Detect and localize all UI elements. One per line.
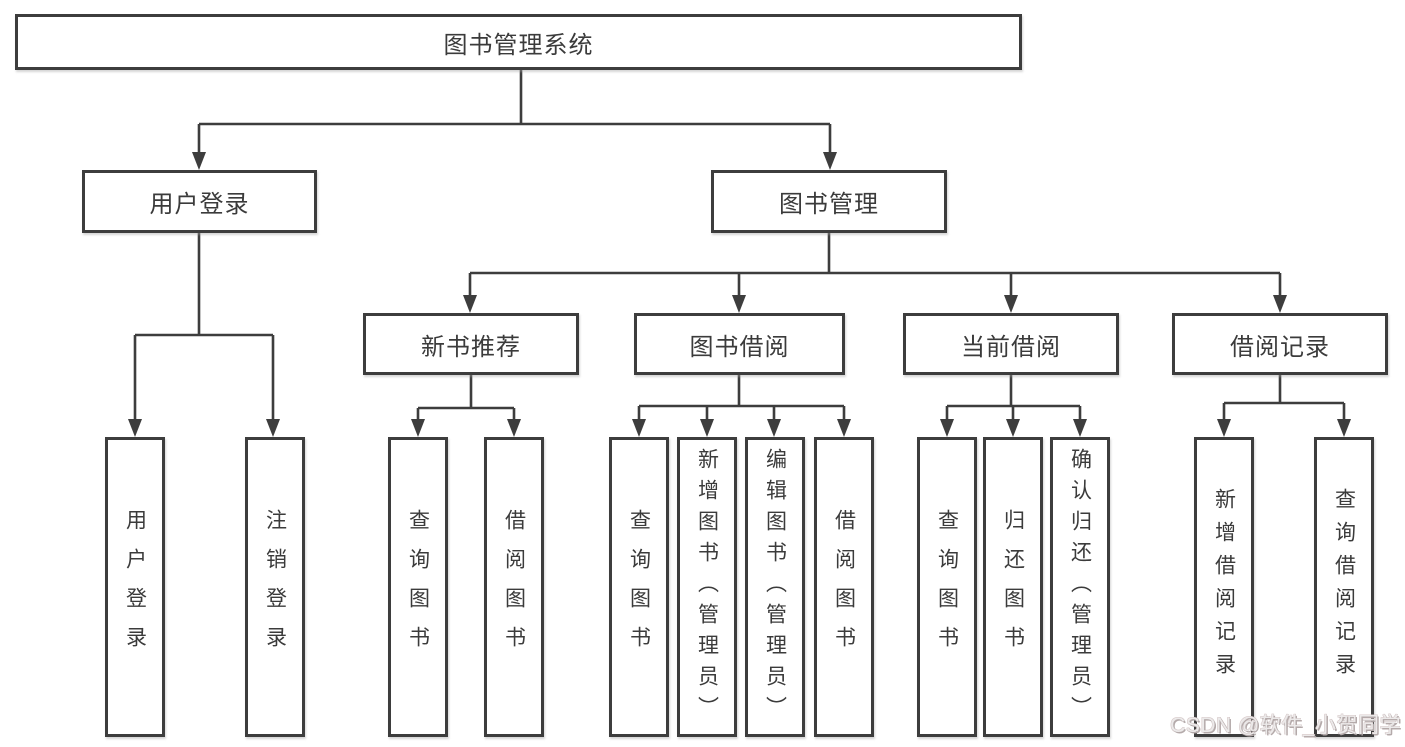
leaf-query-borrow-record-label: 查询借阅记录 — [1332, 488, 1356, 686]
node-new-book-recommend-label: 新书推荐 — [421, 333, 521, 361]
leaf-return-book: 归还图书 — [983, 437, 1043, 737]
node-book-borrow: 图书借阅 — [634, 313, 845, 375]
node-book-management: 图书管理 — [711, 170, 947, 233]
leaf-user-login-label: 用户登录 — [123, 509, 147, 665]
leaf-return-book-label: 归还图书 — [1001, 509, 1025, 665]
leaf-logout-label: 注销登录 — [263, 509, 287, 665]
leaf-query-books-recommend-label: 查询图书 — [406, 509, 430, 665]
leaf-borrow-books-recommend: 借阅图书 — [484, 437, 544, 737]
node-root: 图书管理系统 — [15, 14, 1022, 70]
node-book-management-label: 图书管理 — [779, 191, 879, 218]
leaf-edit-book-admin: 编辑图书（管理员） — [745, 437, 805, 737]
node-borrow-records: 借阅记录 — [1172, 313, 1388, 375]
leaf-borrow-books-recommend-label: 借阅图书 — [502, 509, 526, 665]
leaf-edit-book-admin-label: 编辑图书（管理员） — [763, 447, 787, 727]
leaf-logout: 注销登录 — [245, 437, 305, 737]
node-borrow-records-label: 借阅记录 — [1230, 333, 1330, 361]
leaf-add-book-admin-label: 新增图书（管理员） — [695, 447, 719, 727]
leaf-confirm-return-admin-label: 确认归还（管理员） — [1068, 447, 1092, 727]
leaf-add-borrow-record: 新增借阅记录 — [1194, 437, 1254, 737]
leaf-add-borrow-record-label: 新增借阅记录 — [1212, 488, 1236, 686]
leaf-user-login: 用户登录 — [105, 437, 165, 737]
leaf-query-borrow-record: 查询借阅记录 — [1314, 437, 1374, 737]
leaf-add-book-admin: 新增图书（管理员） — [677, 437, 737, 737]
node-current-borrow: 当前借阅 — [903, 313, 1119, 375]
leaf-borrow-books: 借阅图书 — [814, 437, 874, 737]
leaf-borrow-books-label: 借阅图书 — [832, 509, 856, 665]
leaf-query-books-current-label: 查询图书 — [935, 509, 959, 665]
csdn-watermark: CSDN @软件_小贺同学 — [1170, 714, 1401, 737]
node-root-label: 图书管理系统 — [443, 31, 594, 59]
node-book-borrow-label: 图书借阅 — [689, 333, 790, 361]
node-user-login: 用户登录 — [82, 170, 317, 233]
leaf-query-books-borrow-label: 查询图书 — [627, 509, 651, 665]
leaf-query-books-current: 查询图书 — [917, 437, 977, 737]
leaf-query-books-borrow: 查询图书 — [609, 437, 669, 737]
leaf-query-books-recommend: 查询图书 — [388, 437, 448, 737]
leaf-confirm-return-admin: 确认归还（管理员） — [1050, 437, 1110, 737]
node-current-borrow-label: 当前借阅 — [961, 333, 1061, 361]
node-new-book-recommend: 新书推荐 — [363, 313, 579, 375]
node-user-login-label: 用户登录 — [149, 191, 250, 218]
